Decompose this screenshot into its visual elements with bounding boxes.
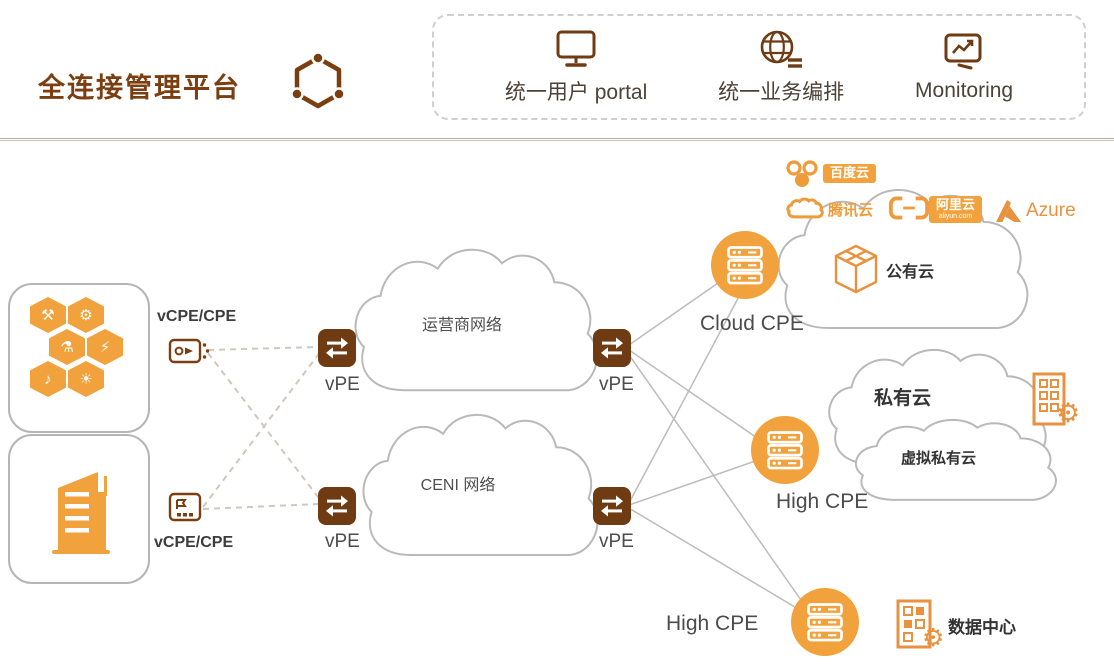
iot-device-icon: ♪ bbox=[30, 361, 66, 397]
vpe-top-left-label: vPE bbox=[325, 374, 360, 395]
header-divider bbox=[0, 138, 1114, 141]
capability-portal-label: 统一用户 portal bbox=[504, 80, 648, 104]
cloud-cpe-label: Cloud CPE bbox=[700, 312, 804, 335]
aws-cube-icon bbox=[833, 243, 879, 295]
vcpe-top-label: vCPE/CPE bbox=[157, 308, 237, 325]
baidu-cloud-logo-icon bbox=[784, 159, 820, 189]
vcpe-bottom-router-icon bbox=[163, 490, 207, 528]
azure-label: Azure bbox=[1026, 200, 1076, 221]
vcpe-bottom-label: vCPE/CPE bbox=[154, 534, 234, 551]
globe-gear-icon bbox=[757, 29, 805, 69]
device-glyph: ⚒ bbox=[41, 306, 55, 324]
device-glyph: ⚡ bbox=[99, 338, 111, 356]
baidu-cloud-label: 百度云 bbox=[823, 164, 877, 183]
gear-icon: ⚙ bbox=[922, 624, 945, 652]
capability-portal: 统一用户 portal bbox=[505, 29, 647, 106]
azure-logo-icon bbox=[992, 198, 1022, 224]
enterprise-building-icon bbox=[46, 462, 116, 556]
capability-monitoring: Monitoring bbox=[915, 32, 1013, 103]
high-cpe-mid-server-icon bbox=[751, 416, 819, 484]
aliyun-label: 阿里云 aliyun.com bbox=[929, 196, 983, 223]
data-center-building-icon bbox=[890, 595, 942, 653]
iot-device-icon: ⚡ bbox=[87, 329, 123, 365]
platform-logo-icon bbox=[288, 50, 348, 114]
enterprise-group bbox=[8, 434, 150, 584]
iot-device-icon: ⚙ bbox=[68, 297, 104, 333]
carrier-cloud-label: 运营商网络 bbox=[421, 317, 502, 334]
device-glyph: ♪ bbox=[44, 370, 52, 388]
aliyun-label-text: 阿里云 bbox=[936, 197, 976, 212]
gear-icon: ⚙ bbox=[1056, 398, 1081, 428]
device-glyph: ⚙ bbox=[79, 306, 93, 324]
capability-orchestration: 统一业务编排 bbox=[718, 29, 844, 106]
capability-monitoring-label: Monitoring bbox=[915, 78, 1014, 102]
virtual-private-cloud-label: 虚拟私有云 bbox=[901, 450, 977, 467]
high-cpe-bottom-label: High CPE bbox=[666, 612, 759, 635]
vpe-switch-icon bbox=[593, 329, 631, 367]
data-center-label: 数据中心 bbox=[948, 618, 1016, 637]
access-dashed-links bbox=[202, 346, 322, 510]
aliyun-logo-icon bbox=[888, 195, 930, 221]
public-cloud-label: 公有云 bbox=[886, 264, 935, 281]
capabilities-panel: 统一用户 portal 统一业务编排 bbox=[432, 14, 1086, 120]
aliyun-domain-text: aliyun.com bbox=[938, 212, 973, 220]
tencent-cloud-logo-icon bbox=[786, 196, 824, 220]
capability-orchestration-label: 统一业务编排 bbox=[718, 80, 845, 104]
cloud-cpe-server-icon bbox=[711, 231, 779, 299]
vpe-bottom-left-label: vPE bbox=[325, 531, 360, 552]
ceni-cloud-label: CENI 网络 bbox=[420, 477, 496, 494]
device-glyph: ☀ bbox=[79, 370, 93, 388]
monitor-icon bbox=[553, 29, 599, 69]
vpe-bottom-right-label: vPE bbox=[599, 531, 634, 552]
tencent-cloud-label: 腾讯云 bbox=[828, 202, 874, 219]
iot-device-icon: ☀ bbox=[68, 361, 104, 397]
vpe-switch-icon bbox=[593, 487, 631, 525]
device-glyph: ⚗ bbox=[60, 338, 74, 356]
high-cpe-mid-label: High CPE bbox=[776, 490, 869, 513]
page-title: 全连接管理平台 bbox=[38, 73, 241, 103]
enterprise-site-building-icon bbox=[1026, 370, 1078, 428]
iot-campus-group: ⚒ ⚙ ⚗ ⚡ ♪ ☀ bbox=[8, 283, 150, 433]
vpe-top-right-label: vPE bbox=[599, 374, 634, 395]
high-cpe-bottom-server-icon bbox=[791, 588, 859, 656]
vpe-switch-icon bbox=[318, 329, 356, 367]
iot-device-icon: ⚗ bbox=[49, 329, 85, 365]
iot-device-icon: ⚒ bbox=[30, 297, 66, 333]
vpe-switch-icon bbox=[318, 487, 356, 525]
monitoring-chart-icon bbox=[943, 32, 985, 72]
private-cloud-label: 私有云 bbox=[874, 388, 932, 409]
vcpe-top-router-icon bbox=[168, 332, 212, 370]
